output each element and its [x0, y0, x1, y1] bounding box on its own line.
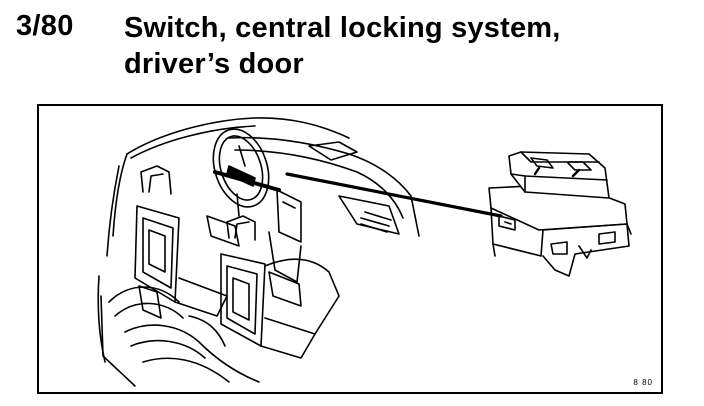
lock-switch-detail: [488, 151, 632, 277]
title-line-2: driver’s door: [124, 48, 304, 80]
title-line-1: Switch, central locking system,: [124, 12, 561, 44]
page-heading: 3/80 Switch, central locking system, dri…: [0, 0, 704, 90]
center-console: [206, 215, 302, 307]
front-seats: [134, 165, 340, 359]
dashboard: [228, 136, 420, 283]
body-outline: [97, 117, 350, 387]
page-title: Switch, central locking system, driver’s…: [124, 10, 684, 82]
leader-line: [285, 172, 503, 218]
rear-seat: [108, 285, 260, 383]
steering-wheel: [212, 128, 281, 217]
illustration-frame: 8 80: [37, 104, 663, 394]
item-number: 3/80: [16, 10, 74, 42]
figure-reference: 8 80: [633, 378, 653, 387]
car-interior-illustration: [97, 117, 632, 387]
